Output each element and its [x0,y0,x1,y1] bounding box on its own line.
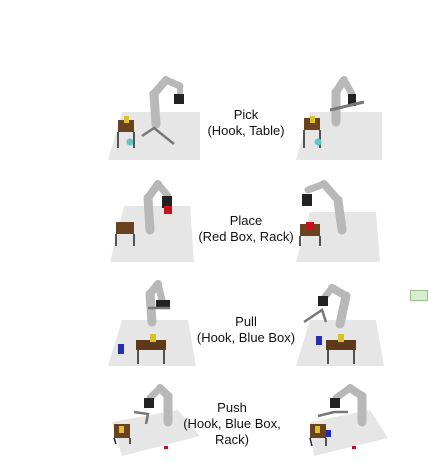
gripper [348,94,356,106]
gripper [318,296,328,306]
hook [329,100,365,112]
place-args: (Red Box, Rack) [198,229,294,244]
place-after-scene [296,180,380,262]
pick-before-scene [108,76,200,160]
pick-args: (Hook, Table) [207,123,285,138]
place-label: Place (Red Box, Rack) [186,213,306,245]
push-args-line-2: Rack) [215,432,249,447]
yellow-object [310,116,315,123]
robot-arm [304,180,347,235]
yellow-object [150,334,156,342]
robot-arm [332,384,367,427]
hook [141,126,175,145]
rack [300,224,320,236]
pull-before-scene [108,280,196,366]
table [136,340,166,350]
pull-action: Pull [235,314,257,329]
red-box [352,446,356,449]
blue-box [316,336,322,345]
gripper [174,94,184,104]
red-box [306,222,314,229]
place-before-scene [110,180,194,262]
hook [303,308,328,324]
push-label: Push (Hook, Blue Box, Rack) [172,400,292,448]
blue-box [118,344,124,354]
yellow-object [338,334,344,342]
robot-arm [331,76,356,127]
pick-after-scene [296,76,382,160]
pull-after-scene [296,284,384,366]
push-action: Push [217,400,247,415]
robot-arm [146,384,173,427]
gripper [162,196,172,208]
yellow-object [124,116,129,123]
gripper [330,398,340,408]
table [326,340,356,350]
floor [310,410,388,456]
yellow-object [315,426,320,433]
gripper [302,194,312,206]
rack [116,222,134,234]
robot-arm [149,76,184,129]
red-box [164,206,172,214]
floor [112,410,200,456]
push-args-line-1: (Hook, Blue Box, [183,416,281,431]
push-after-scene [309,384,388,456]
pull-args: (Hook, Blue Box) [196,330,296,345]
pick-label: Pick (Hook, Table) [186,107,306,139]
gripper [144,398,154,408]
blue-box [326,430,331,437]
hook [317,410,348,418]
place-action: Place [229,213,263,228]
rack [118,120,134,132]
pick-action: Pick [233,107,259,122]
hook [133,410,150,425]
gripper [156,300,170,308]
cyan-object [314,138,322,146]
rack [304,118,320,130]
side-panel-edge [410,290,428,301]
cyan-object [126,138,134,146]
red-box [164,446,168,449]
robot-arm [143,180,172,235]
yellow-object [119,426,124,433]
push-before-scene [112,384,200,456]
pull-label: Pull (Hook, Blue Box) [186,314,306,346]
